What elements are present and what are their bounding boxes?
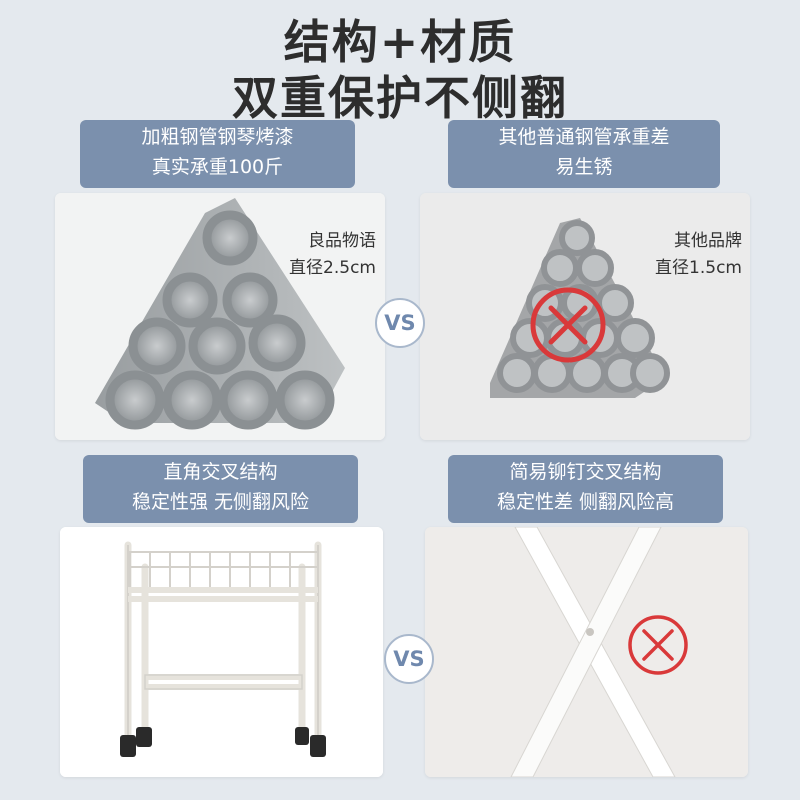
panel-right-angle-structure [60,527,383,777]
pipe-diameter: 直径1.5cm [655,258,742,278]
banner-line-1: 简易铆钉交叉结构 [509,461,662,483]
banner-line-2: 稳定性强 无侧翻风险 [131,491,310,513]
rivet-cross-image [425,527,748,777]
brand-note-right: 其他品牌 直径1.5cm [630,228,742,282]
brand-name: 其他品牌 [674,231,742,251]
cross-icon [530,287,606,363]
brand-name: 良品物语 [308,231,376,251]
cross-icon [628,615,688,675]
banner-rivet-cross: 简易铆钉交叉结构 稳定性差 侧翻风险高 [448,455,723,523]
vs-badge: VS [375,298,425,348]
pipe-diameter: 直径2.5cm [289,258,376,278]
banner-line-1: 直角交叉结构 [163,461,278,483]
banner-line-1: 其他普通钢管承重差 [498,126,670,148]
banner-thin-pipes: 其他普通钢管承重差 易生锈 [448,120,720,188]
banner-line-2: 易生锈 [555,156,613,178]
thin-pipes-image [420,193,750,440]
thick-pipes-image [55,193,385,440]
vs-badge: VS [384,634,434,684]
banner-right-angle: 直角交叉结构 稳定性强 无侧翻风险 [83,455,358,523]
panel-thick-pipes [55,193,385,440]
brand-note-left: 良品物语 直径2.5cm [270,228,376,282]
banner-line-1: 加粗钢管钢琴烤漆 [141,126,294,148]
page-subtitle: 双重保护不侧翻 [232,71,568,125]
banner-thick-pipes: 加粗钢管钢琴烤漆 真实承重100斤 [80,120,355,188]
cart-frame-image [60,527,383,777]
banner-line-2: 真实承重100斤 [151,156,284,178]
panel-thin-pipes [420,193,750,440]
page-title: 结构+材质 [283,15,517,69]
panel-rivet-structure [425,527,748,777]
banner-line-2: 稳定性差 侧翻风险高 [496,491,675,513]
